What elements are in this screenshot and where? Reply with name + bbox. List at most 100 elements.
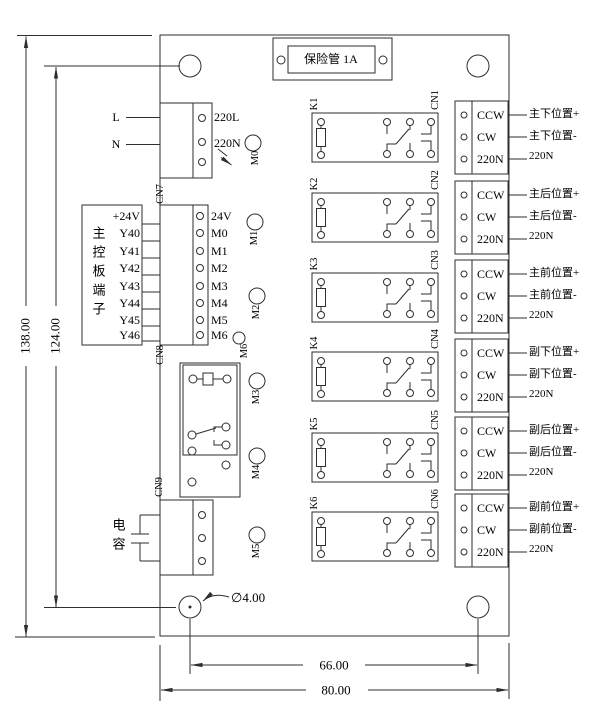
block6-cw: CW <box>477 523 497 537</box>
relay-cn4-label: CN4 <box>429 329 441 349</box>
block5-220n: 220N <box>477 468 504 482</box>
relay-k4-label: K4 <box>308 336 320 350</box>
cn7-pin-220n: 220N <box>214 136 241 150</box>
vertical-relay <box>179 362 241 498</box>
block4-cw: CW <box>477 368 497 382</box>
wire6-220n: 220N <box>529 543 554 555</box>
block2-ccw: CCW <box>477 188 505 202</box>
cn7-designator: CN7 <box>154 184 166 204</box>
block4-ccw: CCW <box>477 346 505 360</box>
led-m6-label: M6 <box>238 343 250 359</box>
relay-cn3-label: CN3 <box>429 250 441 270</box>
hole-center-dot <box>188 605 192 609</box>
mounting-hole-bottom-left <box>178 595 202 619</box>
block1-cw: CW <box>477 130 497 144</box>
fuse-holder <box>272 37 393 81</box>
relay-k6-label: K6 <box>308 496 320 510</box>
cn8-pin-m6: M6 <box>211 328 228 342</box>
wire5-neg: 副后位置- <box>529 446 577 458</box>
led-m1-label: M1 <box>248 230 260 246</box>
block4-220n: 220N <box>477 390 504 404</box>
cn8-pin-m4: M4 <box>211 296 228 310</box>
dimension-lines <box>15 35 510 701</box>
wire4-pos: 副下位置+ <box>529 346 580 358</box>
led-m4-label: M4 <box>250 464 262 480</box>
control-row-y45: Y45 <box>119 313 140 327</box>
wire6-pos: 副前位置+ <box>529 501 580 513</box>
block2-cw: CW <box>477 210 497 224</box>
block6-220n: 220N <box>477 545 504 559</box>
control-row-y41: Y41 <box>119 244 140 258</box>
led-m0 <box>244 134 262 152</box>
cn8-pin-m0: M0 <box>211 226 228 240</box>
capacitor-char-1: 电 <box>112 517 126 533</box>
block5-cw: CW <box>477 446 497 460</box>
control-box-char-3: 板 <box>92 263 106 279</box>
relay-k4-symbol <box>311 351 439 402</box>
wire1-pos: 主下位置+ <box>529 108 580 120</box>
block3-ccw: CCW <box>477 267 505 281</box>
wire4-neg: 副下位置- <box>529 368 577 380</box>
wire2-220n: 220N <box>529 230 554 242</box>
led-m5-label: M5 <box>250 543 262 559</box>
dim-overall-width: 80.00 <box>321 682 351 698</box>
led-m3-label: M3 <box>250 389 262 405</box>
dim-hole-pitch-v: 124.00 <box>47 318 63 354</box>
mounting-hole-top-right <box>466 54 490 78</box>
block3-cw: CW <box>477 289 497 303</box>
relay-k3-symbol <box>311 272 439 323</box>
cn8-pin-m5: M5 <box>211 313 228 327</box>
wire5-220n: 220N <box>529 466 554 478</box>
block1-ccw: CCW <box>477 108 505 122</box>
led-m2 <box>248 287 266 305</box>
relay-k1-label: K1 <box>308 97 320 111</box>
led-m1 <box>246 213 264 231</box>
cn8-designator: CN8 <box>154 345 166 365</box>
hole-diameter-leader <box>202 591 230 602</box>
cn8-pin-m1: M1 <box>211 244 228 258</box>
block3-220n: 220N <box>477 311 504 325</box>
wire4-220n: 220N <box>529 388 554 400</box>
relay-k5-label: K5 <box>308 417 320 431</box>
control-row-y40: Y40 <box>119 226 140 240</box>
cn9-connector <box>159 499 214 576</box>
led-m5 <box>248 526 266 544</box>
cn7-pin-220l: 220L <box>214 110 240 124</box>
cn7-connector <box>126 102 213 179</box>
led-m3 <box>248 372 266 390</box>
led-m2-label: M2 <box>250 304 262 320</box>
wire1-220n: 220N <box>529 150 554 162</box>
relay-k6-symbol <box>311 511 439 562</box>
mounting-hole-top-left <box>178 54 202 78</box>
control-row-y44: Y44 <box>119 296 140 310</box>
led-m6 <box>232 331 246 345</box>
wire3-220n: 220N <box>529 309 554 321</box>
relay-k3-label: K3 <box>308 257 320 271</box>
capacitor-symbol <box>131 514 160 562</box>
control-row-y43: Y43 <box>119 279 140 293</box>
relay-k5-symbol <box>311 432 439 483</box>
dim-overall-height: 138.00 <box>17 318 33 354</box>
cn8-pin-24v: 24V <box>211 209 232 223</box>
control-row-y42: Y42 <box>119 261 140 275</box>
control-box-char-2: 控 <box>92 244 106 260</box>
relay-cn1-label: CN1 <box>429 90 441 110</box>
flash-arrow-icon <box>217 148 232 166</box>
fuse-label: 保险管 1A <box>304 52 358 66</box>
wire2-neg: 主后位置- <box>529 210 577 222</box>
cn9-designator: CN9 <box>153 477 165 497</box>
led-m0-label: M0 <box>249 150 261 166</box>
wire3-pos: 主前位置+ <box>529 267 580 279</box>
cn8-pin-m2: M2 <box>211 261 228 275</box>
wire6-neg: 副前位置- <box>529 523 577 535</box>
control-row-24v: +24V <box>112 209 140 223</box>
cn8-connector <box>159 204 209 346</box>
dim-hole-pitch-h: 66.00 <box>319 657 349 673</box>
led-m4 <box>248 447 266 465</box>
control-box-char-5: 子 <box>92 301 106 317</box>
block6-ccw: CCW <box>477 501 505 515</box>
wire3-neg: 主前位置- <box>529 289 577 301</box>
relay-cn5-label: CN5 <box>429 410 441 430</box>
